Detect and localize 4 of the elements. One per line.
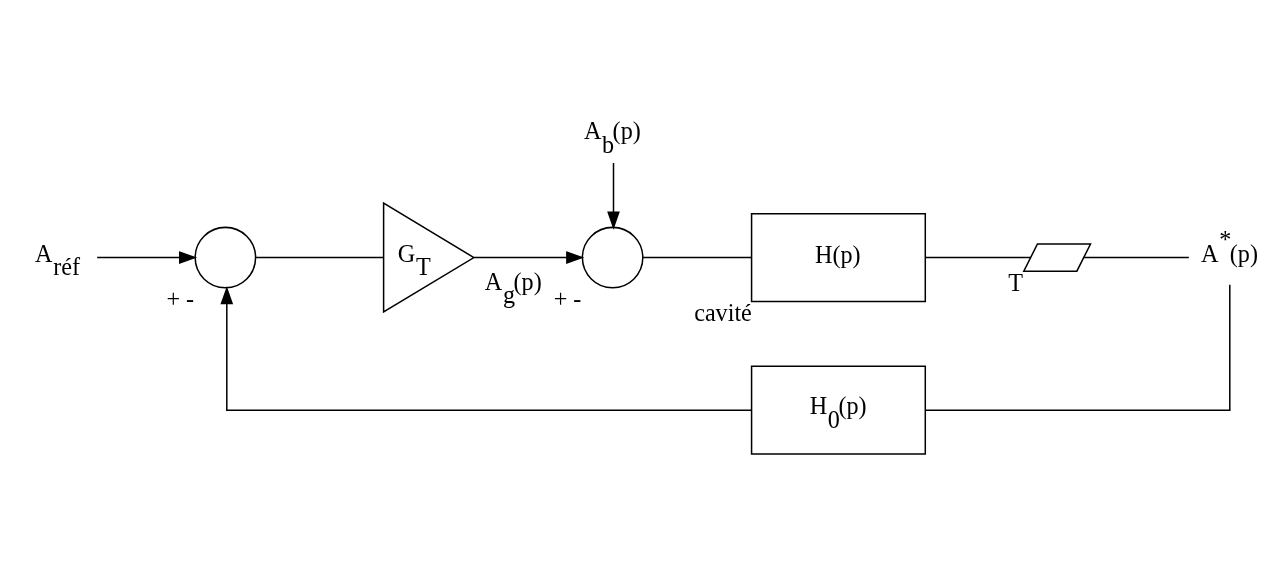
- node-label: cavité: [694, 298, 752, 326]
- node-label: T: [1008, 268, 1024, 296]
- node-label: + -: [166, 284, 195, 312]
- node-label: + -: [553, 284, 582, 312]
